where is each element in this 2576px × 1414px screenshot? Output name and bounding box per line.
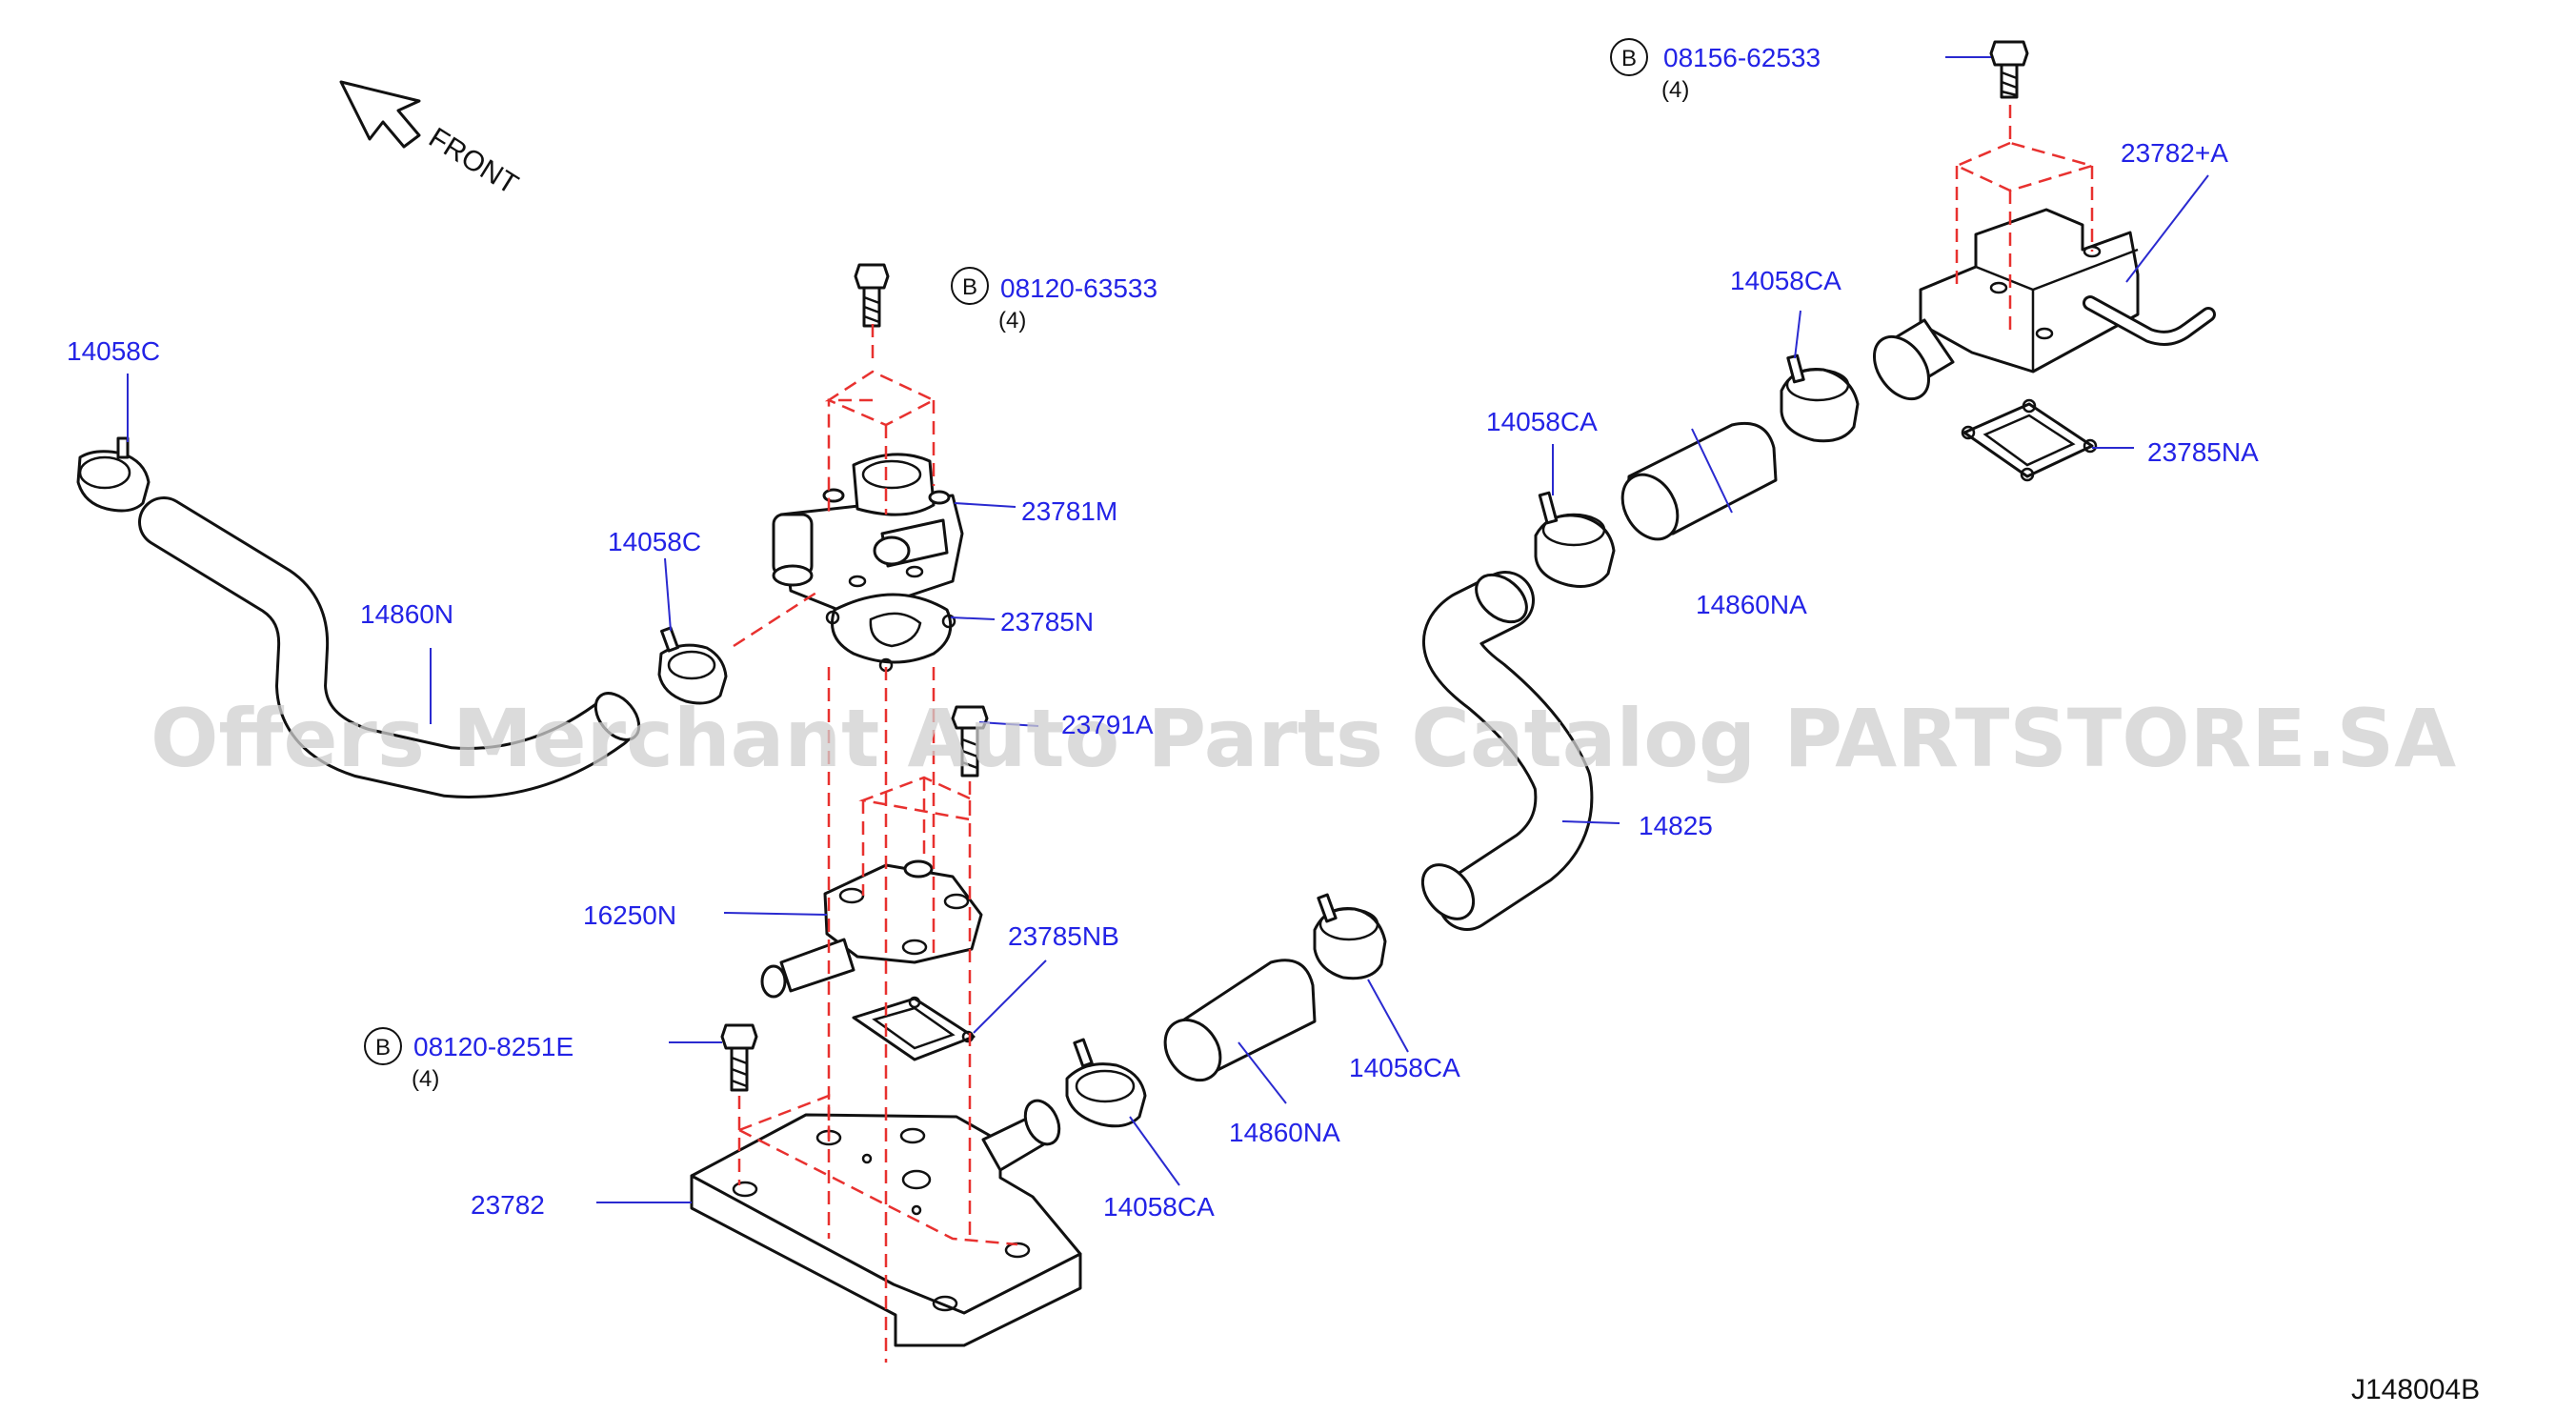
part-label-14058c-top[interactable]: 14058C [67, 336, 160, 366]
qty-08156-62533: (4) [1661, 77, 1689, 103]
pipe-14825-drawing [1420, 571, 1594, 931]
hose-14860na-upper-drawing [1620, 422, 1778, 541]
front-direction-label: FRONT [423, 122, 523, 201]
part-label-16250n[interactable]: 16250N [583, 900, 676, 930]
part-label-23785n[interactable]: 23785N [1000, 607, 1094, 636]
bolt-marker-08120-8251e: B [364, 1027, 402, 1065]
part-label-14825[interactable]: 14825 [1639, 811, 1713, 840]
part-label-23785nb[interactable]: 23785NB [1008, 921, 1119, 951]
part-label-08156-62533[interactable]: 08156-62533 [1663, 43, 1821, 72]
gasket-23785nb-drawing [852, 996, 976, 1061]
part-label-14058ca-upper-right[interactable]: 14058CA [1730, 266, 1841, 295]
watermark: Offers Merchant Auto Parts Catalog PARTS… [151, 692, 2456, 785]
thermostat-16250n-drawing [760, 859, 983, 999]
diagram-code: J148004B [2351, 1374, 2480, 1405]
hose-14860na-lower-drawing [1163, 959, 1317, 1082]
part-label-14058ca-lower-left[interactable]: 14058CA [1103, 1192, 1215, 1222]
part-label-14058ca-lower-right[interactable]: 14058CA [1349, 1053, 1460, 1082]
bolt-08120-63533-drawing [854, 263, 890, 328]
leader-lines [127, 56, 2209, 1203]
gasket-23785n-drawing [825, 593, 956, 673]
part-label-14860na-upper[interactable]: 14860NA [1696, 590, 1807, 619]
svg-text:B: B [1621, 46, 1637, 71]
clamp-14058c-left[interactable] [76, 436, 151, 513]
part-label-23781m[interactable]: 23781M [1021, 496, 1117, 526]
gasket-23785na-drawing [1961, 398, 2098, 482]
bolt-23791a-drawing [951, 705, 989, 778]
bolt-marker-08120-63533: B [951, 267, 989, 305]
part-label-23782[interactable]: 23782 [471, 1190, 545, 1220]
bolt-marker-08156-62533: B [1610, 38, 1648, 76]
housing-23782a-drawing [1872, 208, 2216, 401]
clamp-14058c-middle[interactable] [657, 626, 728, 705]
qty-08120-8251e: (4) [412, 1066, 439, 1092]
part-label-08120-8251e[interactable]: 08120-8251E [413, 1032, 574, 1061]
part-label-23785na[interactable]: 23785NA [2147, 437, 2259, 467]
svg-text:B: B [962, 274, 977, 300]
bolt-08156-62533-drawing [1989, 40, 2029, 99]
part-label-08120-63533[interactable]: 08120-63533 [1000, 273, 1157, 303]
water-outlet-23781m-drawing [772, 453, 964, 612]
clamp-14058ca-upper-right[interactable] [1780, 354, 1860, 443]
bolt-08120-8251e-drawing [720, 1023, 758, 1092]
svg-text:B: B [375, 1035, 391, 1060]
assembly-guide-lines [733, 105, 2097, 1363]
clamp-14058ca-upper-left[interactable] [1534, 491, 1616, 588]
front-direction-arrow [339, 80, 421, 149]
clamp-14058ca-lower-left[interactable] [1065, 1038, 1147, 1128]
part-label-23782a[interactable]: 23782+A [2121, 138, 2228, 168]
qty-08120-63533: (4) [998, 308, 1026, 333]
part-label-14860n[interactable]: 14860N [360, 599, 453, 629]
part-label-23791a[interactable]: 23791A [1061, 710, 1154, 739]
clamp-14058ca-lower-right[interactable] [1313, 893, 1387, 980]
part-label-14058ca-upper-left[interactable]: 14058CA [1486, 407, 1598, 436]
part-label-14058c-middle[interactable]: 14058C [608, 527, 701, 556]
hose-14860n-drawing [138, 496, 641, 798]
part-label-14860na-lower[interactable]: 14860NA [1229, 1118, 1340, 1147]
